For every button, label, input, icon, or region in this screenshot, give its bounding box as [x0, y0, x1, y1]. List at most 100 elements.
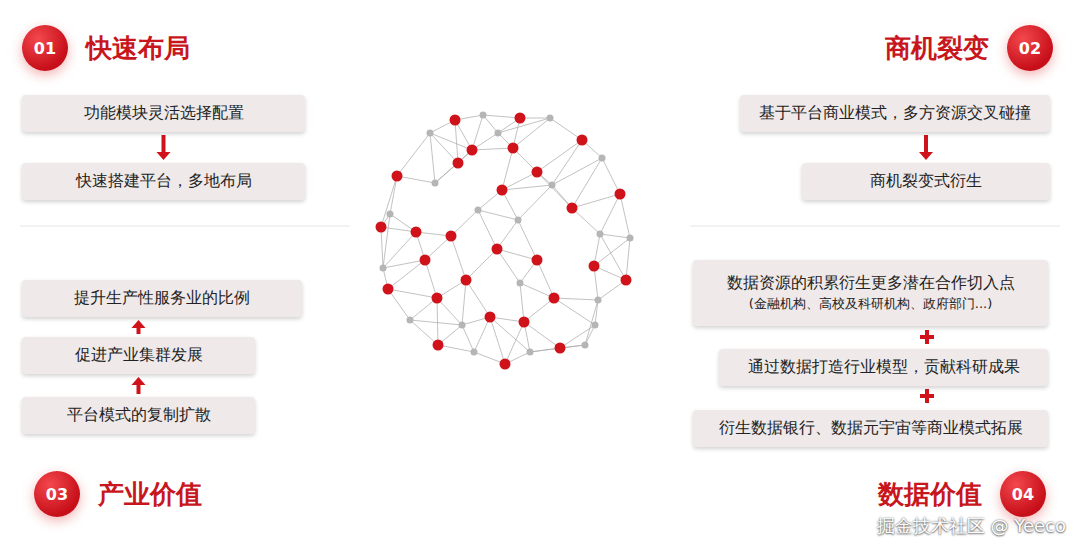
grey-node-dot	[592, 322, 599, 329]
network-link	[474, 317, 490, 352]
process-box: 功能模块灵活选择配置	[22, 95, 305, 132]
arrow-head	[919, 152, 933, 160]
network-link	[478, 210, 518, 220]
network-link	[585, 300, 598, 345]
network-link	[388, 289, 410, 320]
network-link	[472, 148, 513, 150]
red-node-dot	[497, 185, 508, 196]
network-link	[383, 214, 390, 268]
red-node-dot	[433, 340, 444, 351]
grey-node-dot	[380, 265, 387, 272]
box-text: 基于平台商业模式，多方资源交叉碰撞	[759, 103, 1031, 124]
process-box: 基于平台商业模式，多方资源交叉碰撞	[740, 95, 1050, 132]
network-link	[410, 320, 462, 325]
red-node-dot	[485, 312, 496, 323]
box-text: 提升生产性服务业的比例	[74, 288, 250, 309]
red-node-dot	[555, 343, 566, 354]
number-circle: 04数据价值	[1000, 471, 1046, 517]
network-link	[425, 260, 437, 298]
number-circle: 01快速布局	[22, 25, 68, 71]
section-heading: 快速布局	[86, 31, 190, 66]
network-link	[490, 317, 530, 352]
grey-node-dot	[475, 207, 482, 214]
grey-node-dot	[597, 231, 604, 238]
red-node-dot	[376, 222, 387, 233]
callout-number: 04	[1012, 485, 1034, 504]
red-node-dot	[383, 284, 394, 295]
network-link	[388, 289, 437, 298]
network-link	[595, 300, 598, 325]
network-link	[438, 345, 474, 352]
red-node-dot	[621, 275, 632, 286]
grey-node-dot	[517, 280, 524, 287]
flow-arrow	[132, 320, 146, 334]
grey-node-dot	[582, 342, 589, 349]
grey-node-dot	[407, 317, 414, 324]
network-link	[518, 220, 537, 260]
box-text: 商机裂变式衍生	[870, 171, 982, 192]
red-node-dot	[549, 293, 560, 304]
process-box: 平台模式的复制扩散	[22, 397, 255, 434]
arrow-head	[132, 377, 146, 385]
network-link	[455, 120, 458, 163]
network-link	[430, 133, 458, 163]
network-link	[520, 283, 524, 322]
box-text: 促进产业集群发展	[75, 345, 203, 366]
network-link	[602, 158, 620, 194]
network-link	[478, 210, 497, 249]
red-node-dot	[532, 255, 543, 266]
network-link	[490, 317, 505, 364]
network-link	[554, 298, 598, 300]
arrow-stem	[137, 328, 141, 334]
network-link	[552, 158, 602, 185]
flow-arrow	[157, 135, 171, 160]
box-text: 快速搭建平台，多地布局	[76, 171, 252, 192]
network-link	[537, 260, 554, 298]
red-node-dot	[500, 359, 511, 370]
section-heading: 数据价值	[878, 477, 982, 512]
grey-node-dot	[387, 211, 394, 218]
arrow-stem	[137, 385, 141, 394]
network-link	[554, 298, 595, 325]
arrow-head	[132, 320, 146, 328]
red-node-dot	[467, 145, 478, 156]
grey-node-dot	[480, 112, 487, 119]
process-box: 提升生产性服务业的比例	[22, 280, 302, 317]
network-sphere	[376, 112, 634, 370]
red-node-dot	[589, 261, 600, 272]
grey-node-dot	[459, 322, 466, 329]
network-link	[550, 118, 582, 140]
network-link	[451, 210, 478, 236]
network-link	[466, 249, 497, 280]
section-heading: 产业价值	[98, 477, 202, 512]
network-link	[430, 133, 435, 183]
network-link	[497, 249, 537, 260]
box-text: 数据资源的积累衍生更多潜在合作切入点	[727, 273, 1015, 294]
network-link	[524, 298, 554, 322]
network-link	[483, 115, 498, 133]
red-node-dot	[420, 255, 431, 266]
arrow-stem	[162, 135, 166, 152]
flow-arrow	[919, 135, 933, 160]
network-link	[466, 280, 490, 317]
network-link	[410, 320, 438, 345]
red-node-dot	[519, 317, 530, 328]
network-link	[437, 298, 462, 325]
network-link	[437, 298, 438, 345]
network-link	[435, 150, 472, 183]
network-link	[388, 260, 425, 289]
network-link	[537, 140, 582, 172]
network-link	[518, 185, 552, 220]
grey-node-dot	[495, 130, 502, 137]
red-node-dot	[567, 203, 578, 214]
red-node-dot	[450, 115, 461, 126]
grey-node-dot	[527, 349, 534, 356]
network-link	[397, 133, 430, 176]
red-node-dot	[577, 135, 588, 146]
number-circle: 03产业价值	[34, 471, 80, 517]
network-link	[600, 234, 630, 238]
separator-line	[20, 226, 350, 227]
network-link	[572, 158, 602, 208]
callout-number: 01	[34, 39, 56, 58]
process-box: 快速搭建平台，多地布局	[22, 163, 305, 200]
